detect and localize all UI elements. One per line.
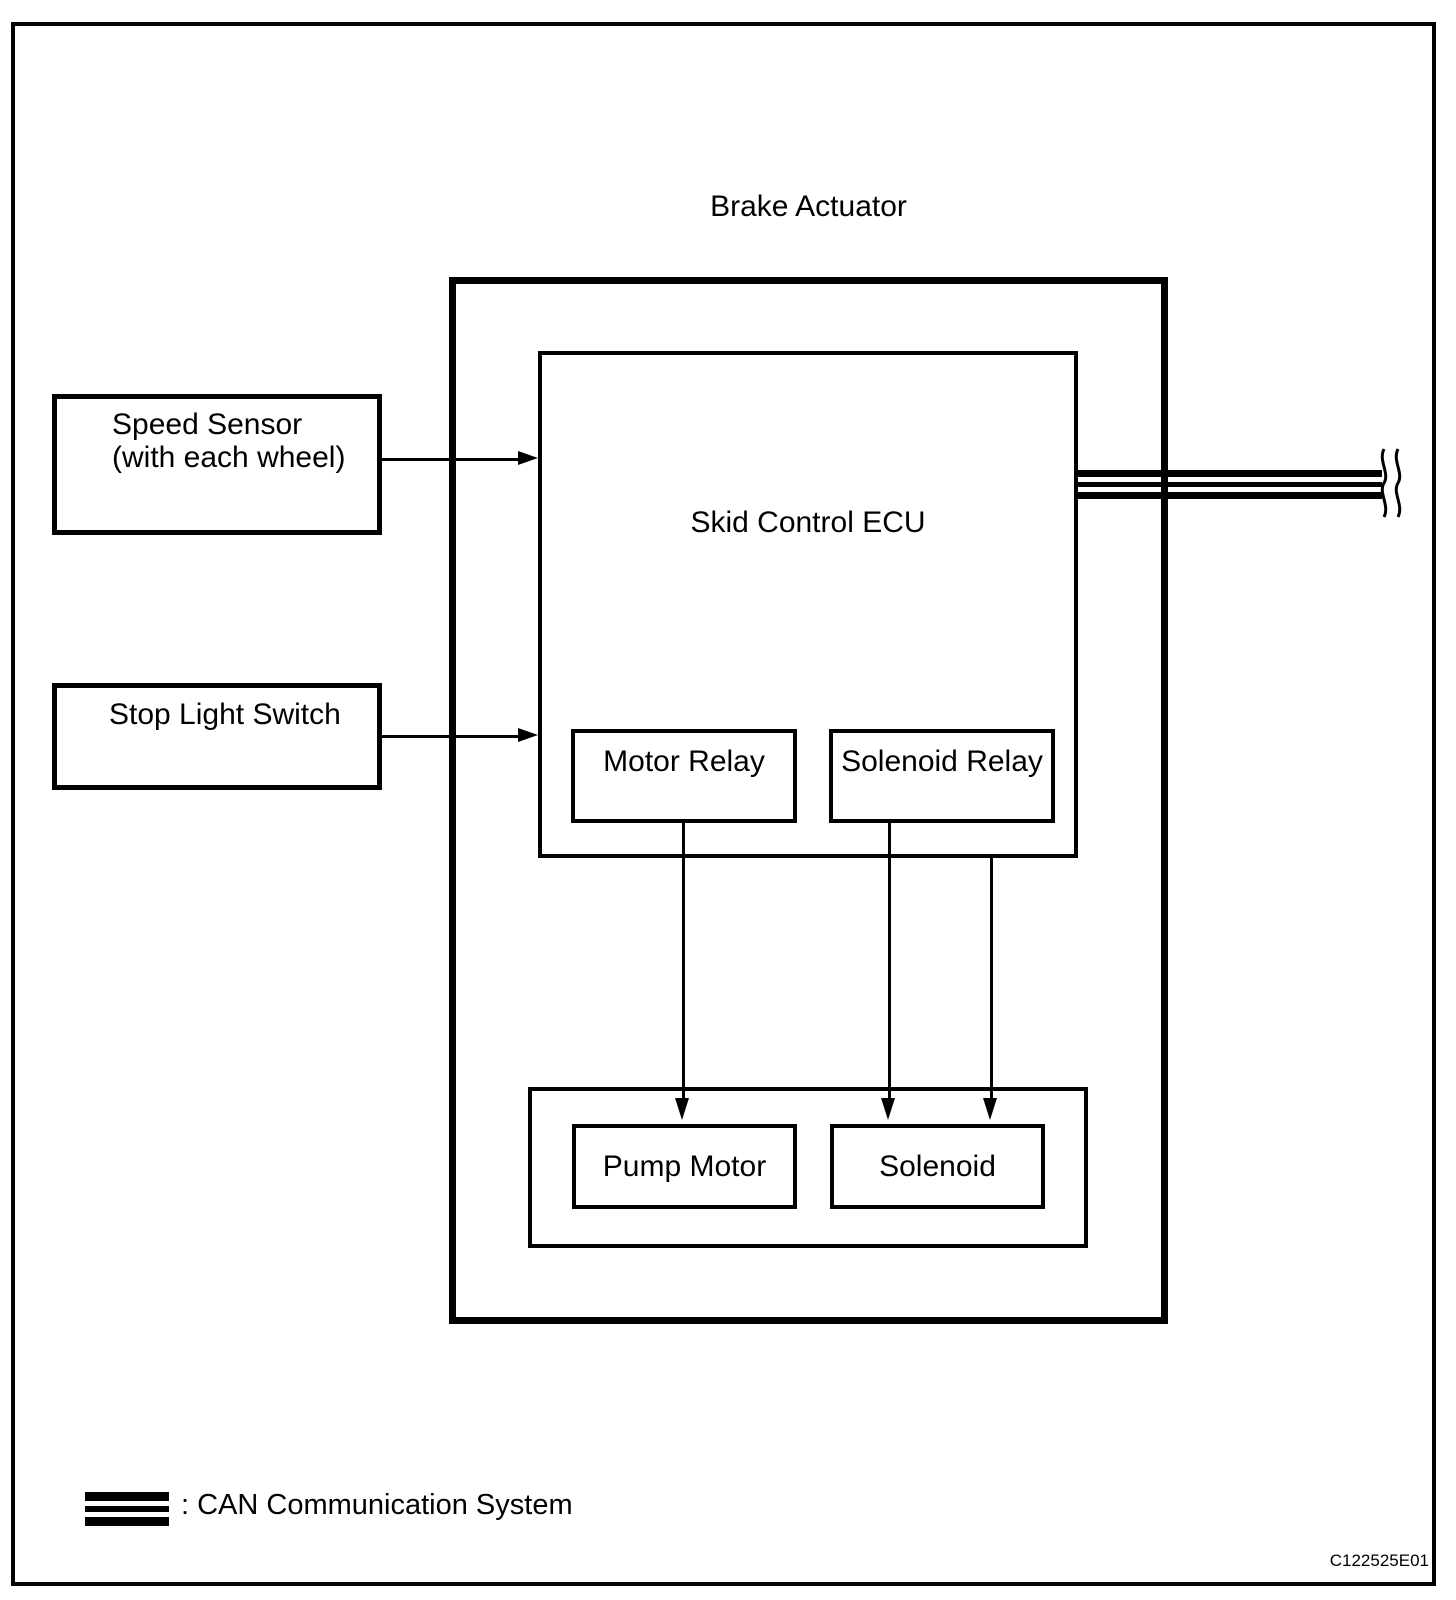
- stop-light-switch-box: Stop Light Switch: [52, 683, 382, 790]
- solenoid-relay-label: Solenoid Relay: [841, 745, 1043, 778]
- motor-relay-label: Motor Relay: [603, 745, 765, 778]
- connector-motor-relay-to-pump-motor: [682, 820, 685, 1100]
- can-line-symbol: [85, 1492, 169, 1526]
- can-bus-line-top: [1078, 470, 1382, 477]
- solenoid-label: Solenoid: [879, 1149, 996, 1183]
- can-symbol-bar: [85, 1506, 169, 1512]
- can-bus-line-bottom: [1078, 492, 1382, 499]
- connector-solenoid-relay-to-solenoid: [888, 820, 891, 1100]
- arrow-down-icon: [881, 1098, 895, 1120]
- diagram-title: Brake Actuator: [710, 190, 907, 223]
- solenoid-box: Solenoid: [830, 1124, 1045, 1209]
- connector-stop-light-to-ecu: [382, 735, 520, 738]
- arrow-right-icon: [518, 451, 538, 465]
- pump-solenoid-container-box: [528, 1087, 1088, 1248]
- skid-control-ecu-box: Skid Control ECU: [538, 351, 1078, 858]
- arrow-down-icon: [983, 1098, 997, 1120]
- figure-code: C122525E01: [1329, 1551, 1429, 1570]
- can-symbol-bar: [85, 1517, 169, 1526]
- pump-motor-label: Pump Motor: [602, 1149, 767, 1183]
- brake-actuator-box: [449, 277, 1168, 1324]
- speed-sensor-label-line1: Speed Sensor: [112, 408, 303, 441]
- solenoid-relay-box: Solenoid Relay: [829, 729, 1055, 823]
- skid-control-ecu-label: Skid Control ECU: [690, 506, 926, 539]
- connector-ecu-to-solenoid: [990, 856, 993, 1100]
- connector-speed-sensor-to-ecu: [382, 458, 520, 461]
- line-break-icon: [1380, 448, 1402, 518]
- can-symbol-bar: [85, 1492, 169, 1501]
- arrow-right-icon: [518, 728, 538, 742]
- legend-label: : CAN Communication System: [181, 1489, 573, 1521]
- speed-sensor-label-line2: (with each wheel): [112, 441, 346, 474]
- motor-relay-box: Motor Relay: [571, 729, 797, 823]
- pump-motor-box: Pump Motor: [572, 1124, 797, 1209]
- arrow-down-icon: [675, 1098, 689, 1120]
- page-border: [11, 22, 1436, 1586]
- speed-sensor-box: Speed Sensor (with each wheel): [52, 394, 382, 535]
- stop-light-switch-label: Stop Light Switch: [109, 698, 341, 731]
- can-bus-line-middle: [1078, 482, 1382, 487]
